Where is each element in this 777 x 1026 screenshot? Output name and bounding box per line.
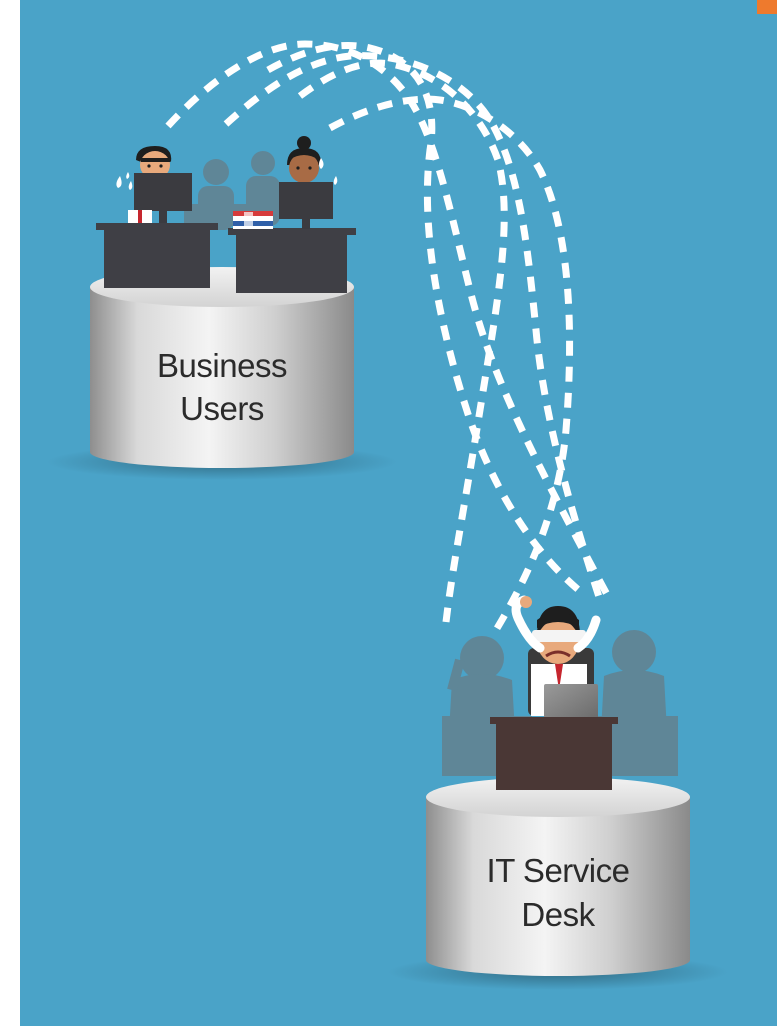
monitor-icon bbox=[279, 182, 333, 219]
it-service-desk-label-line2: Desk bbox=[521, 896, 595, 933]
business-users-label-line1: Business bbox=[157, 347, 287, 384]
monitor-icon bbox=[134, 173, 192, 211]
stressed-woman-at-monitor bbox=[279, 136, 338, 229]
it-service-desk-label-line1: IT Service bbox=[487, 852, 630, 889]
laptop-icon bbox=[538, 684, 602, 722]
connector-path-1 bbox=[165, 40, 614, 602]
connector-paths bbox=[165, 40, 614, 632]
connector-path-3 bbox=[297, 59, 508, 623]
it-service-desk-cylinder-top bbox=[426, 777, 690, 817]
business-users-cylinder bbox=[90, 287, 354, 468]
accent-corner bbox=[757, 0, 777, 14]
binder-stack-icon bbox=[233, 211, 273, 229]
business-desks bbox=[96, 223, 356, 293]
business-users-node: Business Users bbox=[47, 136, 397, 480]
it-desk bbox=[490, 717, 618, 790]
blindfold-icon bbox=[532, 630, 586, 642]
business-users-label-line2: Users bbox=[180, 390, 264, 427]
it-service-desk-cylinder bbox=[426, 797, 690, 976]
sweat-drop-icon bbox=[116, 176, 122, 188]
stressed-man-at-monitor bbox=[116, 146, 192, 223]
connector-path-5 bbox=[266, 42, 589, 599]
sweat-drop-icon bbox=[319, 158, 324, 169]
connector-path-2 bbox=[223, 52, 604, 602]
sweat-drop-icon bbox=[128, 181, 133, 190]
it-service-desk-node: IT Service Desk bbox=[388, 595, 728, 990]
